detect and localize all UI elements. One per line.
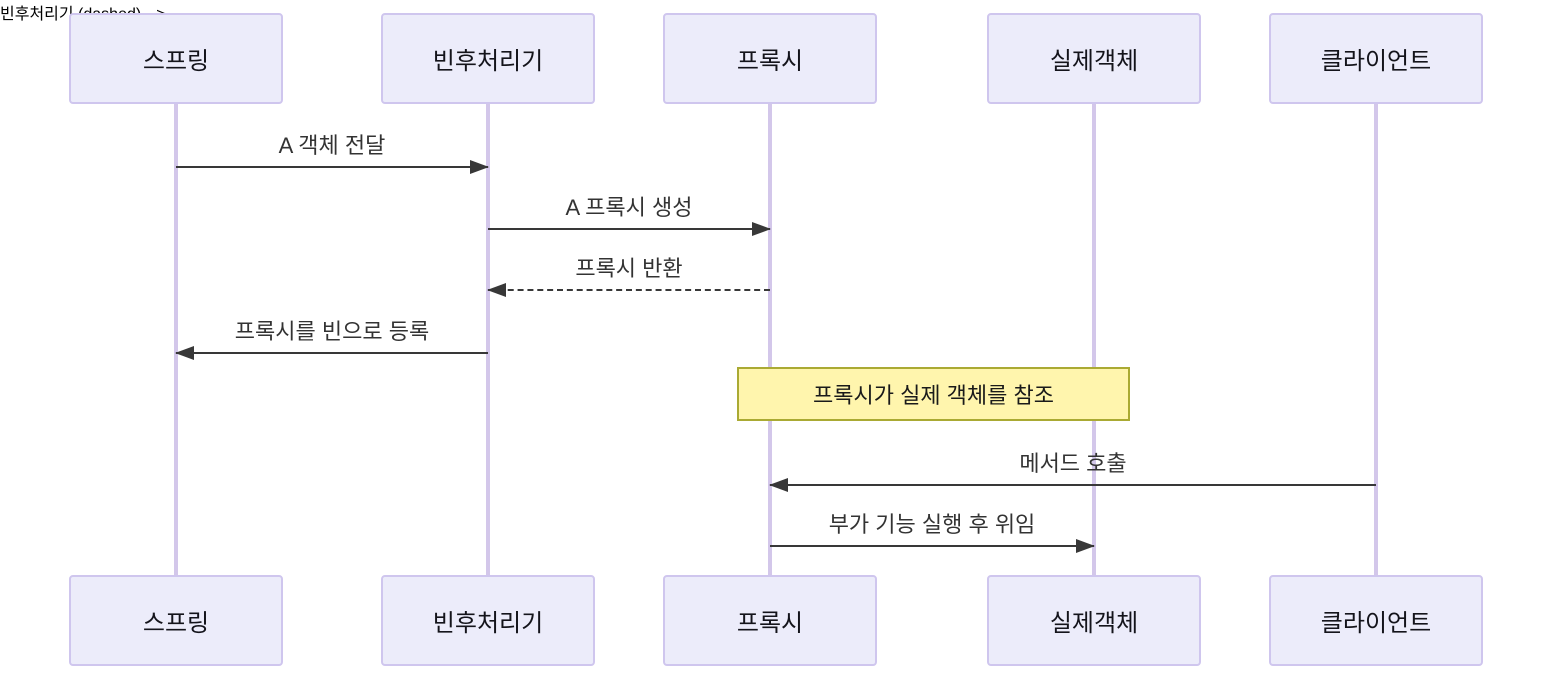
actor-label: 실제객체 [1049,610,1139,637]
message-pass-a-object: A 객체 전달 [176,132,489,174]
actor-label: 클라이언트 [1320,48,1432,75]
lifeline-bean-post-processor [486,104,490,575]
actor-bean-post-processor-bottom: 빈후처리기 [381,575,595,666]
actor-label: 프록시 [736,610,804,637]
actor-real-object-bottom: 실제객체 [987,575,1201,666]
lifeline-real-object [1092,104,1096,575]
actor-label: 스프링 [142,610,210,637]
arrowhead-icon [470,160,489,174]
message-return-proxy: 프록시 반환 [487,255,770,297]
actor-proxy-bottom: 프록시 [663,575,877,666]
lifeline-proxy [768,104,772,575]
message-line [176,166,488,168]
message-line-dashed [488,289,770,291]
actor-real-object-top: 실제객체 [987,13,1201,104]
message-label: 메서드 호출 [1019,451,1127,476]
message-line [770,484,1376,486]
message-line [488,228,770,230]
message-register-proxy-as-bean: 프록시를 빈으로 등록 [175,318,488,360]
message-line [770,545,1094,547]
actor-label: 빈후처리기 [432,610,544,637]
arrowhead-icon [487,283,506,297]
note-label: 프록시가 실제 객체를 참조 [813,383,1054,408]
message-label: 프록시를 빈으로 등록 [234,319,430,344]
actor-spring-bottom: 스프링 [69,575,283,666]
actor-label: 클라이언트 [1320,610,1432,637]
arrowhead-icon [175,346,194,360]
arrowhead-icon [769,478,788,492]
note-proxy-references-real-object: 프록시가 실제 객체를 참조 [737,367,1130,421]
actor-label: 프록시 [736,48,804,75]
lifeline-client [1374,104,1378,575]
message-label: A 프록시 생성 [565,195,693,220]
message-label: 프록시 반환 [575,256,683,281]
message-label: 부가 기능 실행 후 위임 [828,512,1036,537]
message-delegate-after-extra-logic: 부가 기능 실행 후 위임 [770,511,1095,553]
message-create-proxy: A 프록시 생성 [488,194,771,236]
actor-client-top: 클라이언트 [1269,13,1483,104]
actor-bean-post-processor-top: 빈후처리기 [381,13,595,104]
actor-client-bottom: 클라이언트 [1269,575,1483,666]
actor-proxy-top: 프록시 [663,13,877,104]
actor-label: 실제객체 [1049,48,1139,75]
arrowhead-icon [752,222,771,236]
actor-label: 스프링 [142,48,210,75]
message-line [176,352,488,354]
actor-label: 빈후처리기 [432,48,544,75]
actor-spring-top: 스프링 [69,13,283,104]
arrowhead-icon [1076,539,1095,553]
message-method-call: 메서드 호출 [769,450,1376,492]
message-label: A 객체 전달 [278,133,386,158]
lifeline-spring [174,104,178,575]
